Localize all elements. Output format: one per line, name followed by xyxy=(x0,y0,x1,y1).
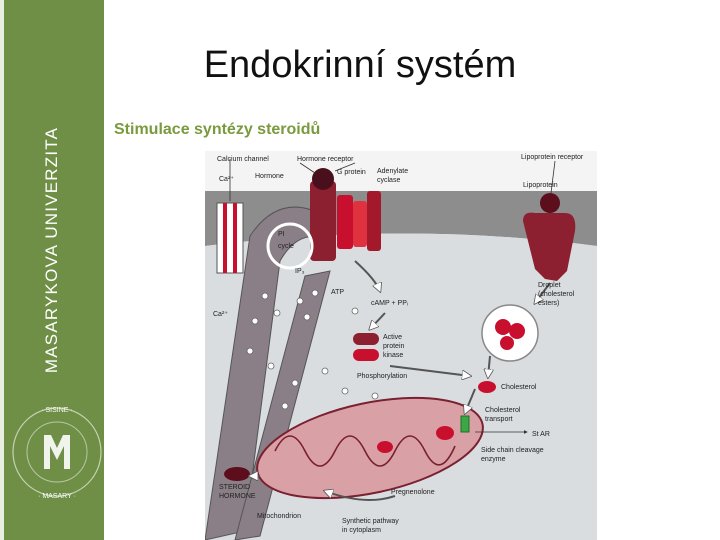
label-enzyme: enzyme xyxy=(481,456,506,463)
label-g-protein: G protein xyxy=(337,169,366,176)
steroid-synthesis-diagram: Calcium channel Hormone receptor Ca²⁺ Ho… xyxy=(205,151,597,540)
label-lipoprotein: Lipoprotein xyxy=(523,182,558,189)
label-hormone-receptor: Hormone receptor xyxy=(297,156,354,163)
label-synthetic: Synthetic pathway xyxy=(342,518,399,525)
svg-text:· SISINE ·: · SISINE · xyxy=(41,407,73,414)
label-calcium-channel: Calcium channel xyxy=(217,156,269,163)
university-sidebar: MASARYKOVA UNIVERZITA · SISINE · · MASAR… xyxy=(0,0,104,540)
label-atp: ATP xyxy=(331,289,344,296)
svg-text:· MASARY ·: · MASARY · xyxy=(38,493,76,500)
label-cholesterol: Cholesterol xyxy=(501,384,537,391)
label-hormone: Hormone xyxy=(255,173,284,180)
label-steroid: STEROID xyxy=(219,484,250,491)
university-seal-icon: · SISINE · · MASARY · xyxy=(10,402,104,502)
label-protein: protein xyxy=(383,343,405,350)
label-droplet: Droplet xyxy=(538,282,561,289)
star-protein xyxy=(461,416,469,432)
label-in-cytoplasm: in cytoplasm xyxy=(342,527,381,534)
label-kinase: kinase xyxy=(383,352,403,359)
label-mitochondrion: Mitochondrion xyxy=(257,513,301,520)
university-name: MASARYKOVA UNIVERZITA xyxy=(42,127,62,373)
steroid-hormone-molecule xyxy=(224,467,250,481)
slide-subtitle: Stimulace syntézy steroidů xyxy=(114,121,320,139)
label-ca: Ca²⁺ xyxy=(219,176,234,183)
slide-title: Endokrinní systém xyxy=(130,44,590,87)
label-cycle: cycle xyxy=(278,243,294,250)
label-adenylate: Adenylate xyxy=(377,168,408,175)
label-active: Active xyxy=(383,334,402,341)
label-ip3: IP₃ xyxy=(295,268,305,275)
label-pregnenolone: Pregnenolone xyxy=(391,489,435,496)
label-ca-2: Ca²⁺ xyxy=(213,311,228,318)
label-camp: cAMP + PPᵢ xyxy=(371,300,408,307)
calcium-channel xyxy=(217,203,243,273)
label-lipoprotein-receptor: Lipoprotein receptor xyxy=(521,154,584,161)
label-esters: esters) xyxy=(538,300,559,307)
label-transport: transport xyxy=(485,416,513,423)
label-star: St AR xyxy=(532,431,550,438)
label-cyclase: cyclase xyxy=(377,177,400,184)
label-cholesterol-paren: (cholesterol xyxy=(538,291,575,298)
cholesterol-molecule xyxy=(478,381,496,393)
label-hormone-caps: HORMONE xyxy=(219,493,256,500)
label-phosphorylation: Phosphorylation xyxy=(357,373,407,380)
cholesterol-droplet xyxy=(482,305,538,361)
hormone-receptor xyxy=(310,168,336,261)
label-pi: PI xyxy=(278,231,285,238)
label-side-chain: Side chain cleavage xyxy=(481,447,544,454)
sidebar-edge xyxy=(0,0,4,540)
label-cholesterol-transport: Cholesterol xyxy=(485,407,521,414)
